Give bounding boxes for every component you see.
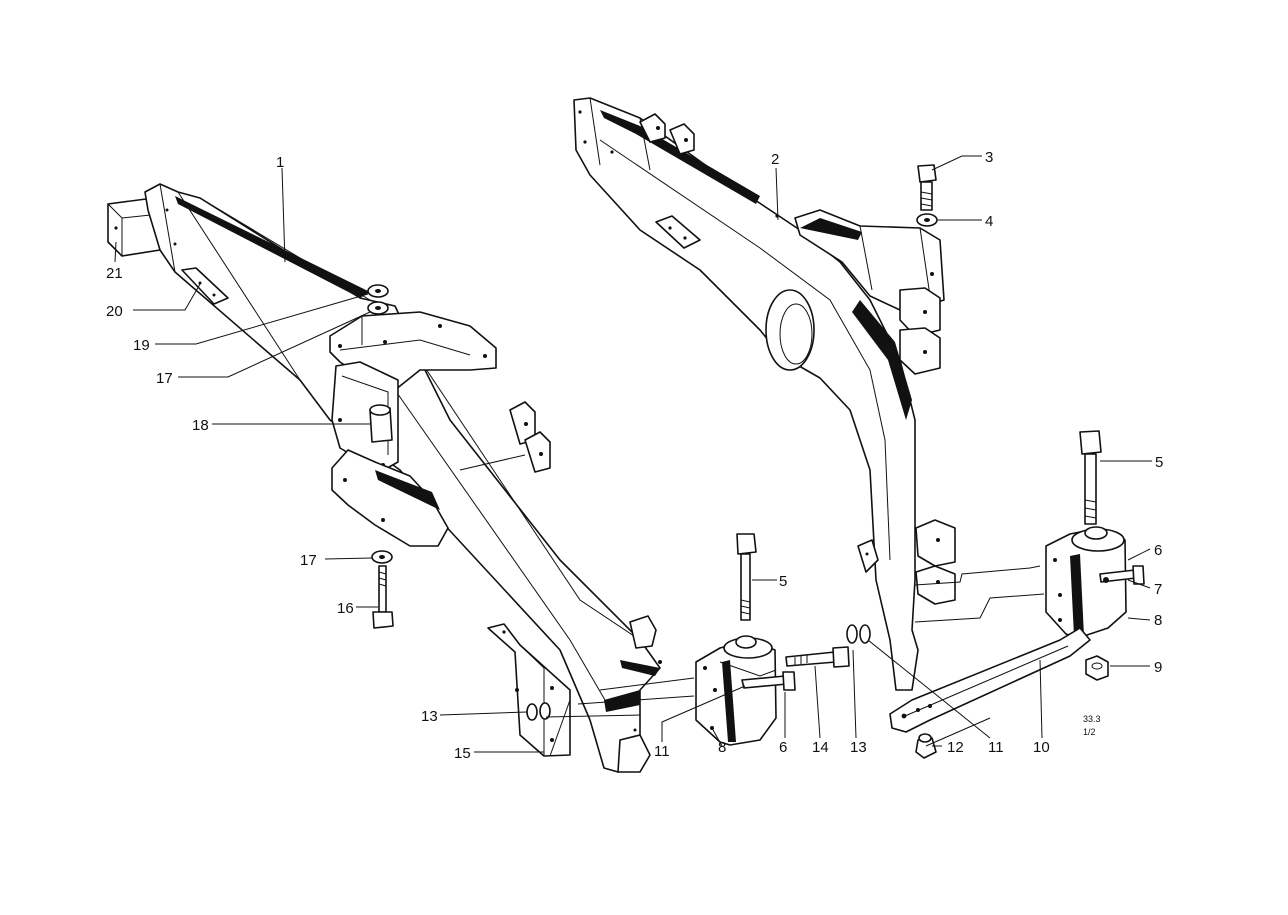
alignment-trace-lines xyxy=(914,565,1045,623)
right-bottom-bolt xyxy=(915,733,937,759)
lower-mount-plate xyxy=(331,449,449,547)
callout-6-right: 6 xyxy=(1154,542,1162,559)
drawing-reference: 33.3 1/2 xyxy=(1083,714,1101,737)
bushing-pair-left xyxy=(526,702,551,721)
callout-labels: 1 2 3 4 5 5 6 6 7 8 8 9 10 11 11 12 13 1… xyxy=(106,149,1163,762)
left-bolt-long xyxy=(736,533,757,621)
leader-lines xyxy=(114,155,1152,757)
callout-3: 3 xyxy=(985,149,993,166)
cross-link-arm xyxy=(889,627,1091,733)
callout-15: 15 xyxy=(454,745,471,762)
callout-1: 1 xyxy=(276,154,284,171)
callout-14: 14 xyxy=(812,739,829,756)
callout-13-left: 13 xyxy=(421,708,438,725)
callout-10: 10 xyxy=(1033,739,1050,756)
callout-12: 12 xyxy=(947,739,964,756)
callout-19: 19 xyxy=(133,337,150,354)
horizontal-bolt xyxy=(785,646,850,668)
drawing-code: 33.3 xyxy=(1083,714,1101,724)
right-rubber-mount xyxy=(1045,526,1127,639)
callout-17-upper: 17 xyxy=(156,370,173,387)
bushing-sleeve xyxy=(369,404,393,443)
callout-4: 4 xyxy=(985,213,993,230)
callout-11-left: 11 xyxy=(654,743,670,760)
callout-9: 9 xyxy=(1154,659,1162,676)
callout-18: 18 xyxy=(192,417,209,434)
callout-21: 21 xyxy=(106,265,123,282)
callout-5-right: 5 xyxy=(1155,454,1163,471)
left-rubber-mount xyxy=(695,635,777,746)
lower-washer xyxy=(371,550,393,564)
lower-bolt xyxy=(372,565,394,629)
right-bolt-long xyxy=(1079,430,1102,525)
callout-13-center: 13 xyxy=(850,739,867,756)
left-small-bolt xyxy=(741,671,796,691)
callout-16: 16 xyxy=(337,600,354,617)
right-trailing-beam xyxy=(573,97,956,691)
callout-20: 20 xyxy=(106,303,123,320)
callout-6-left: 6 xyxy=(779,739,787,756)
upper-mount-bracket xyxy=(329,311,497,473)
callout-11-right: 11 xyxy=(988,739,1004,756)
right-nut xyxy=(1085,655,1109,681)
callout-8-right: 8 xyxy=(1154,612,1162,629)
callout-5-left: 5 xyxy=(779,573,787,590)
callout-7: 7 xyxy=(1154,581,1162,598)
mounting-plate-left xyxy=(487,623,571,757)
callout-8-left: 8 xyxy=(718,739,726,756)
upper-washer-stack xyxy=(367,284,389,315)
right-small-bolt xyxy=(1099,565,1145,585)
callout-17-lower: 17 xyxy=(300,552,317,569)
top-bolt xyxy=(917,164,937,211)
callout-2: 2 xyxy=(771,151,779,168)
left-trailing-beam xyxy=(144,183,662,773)
drawing-sheet: 1/2 xyxy=(1083,727,1096,737)
small-bracket-plate xyxy=(181,267,229,305)
bushing-pair-center xyxy=(846,624,871,644)
top-washer xyxy=(916,213,938,227)
